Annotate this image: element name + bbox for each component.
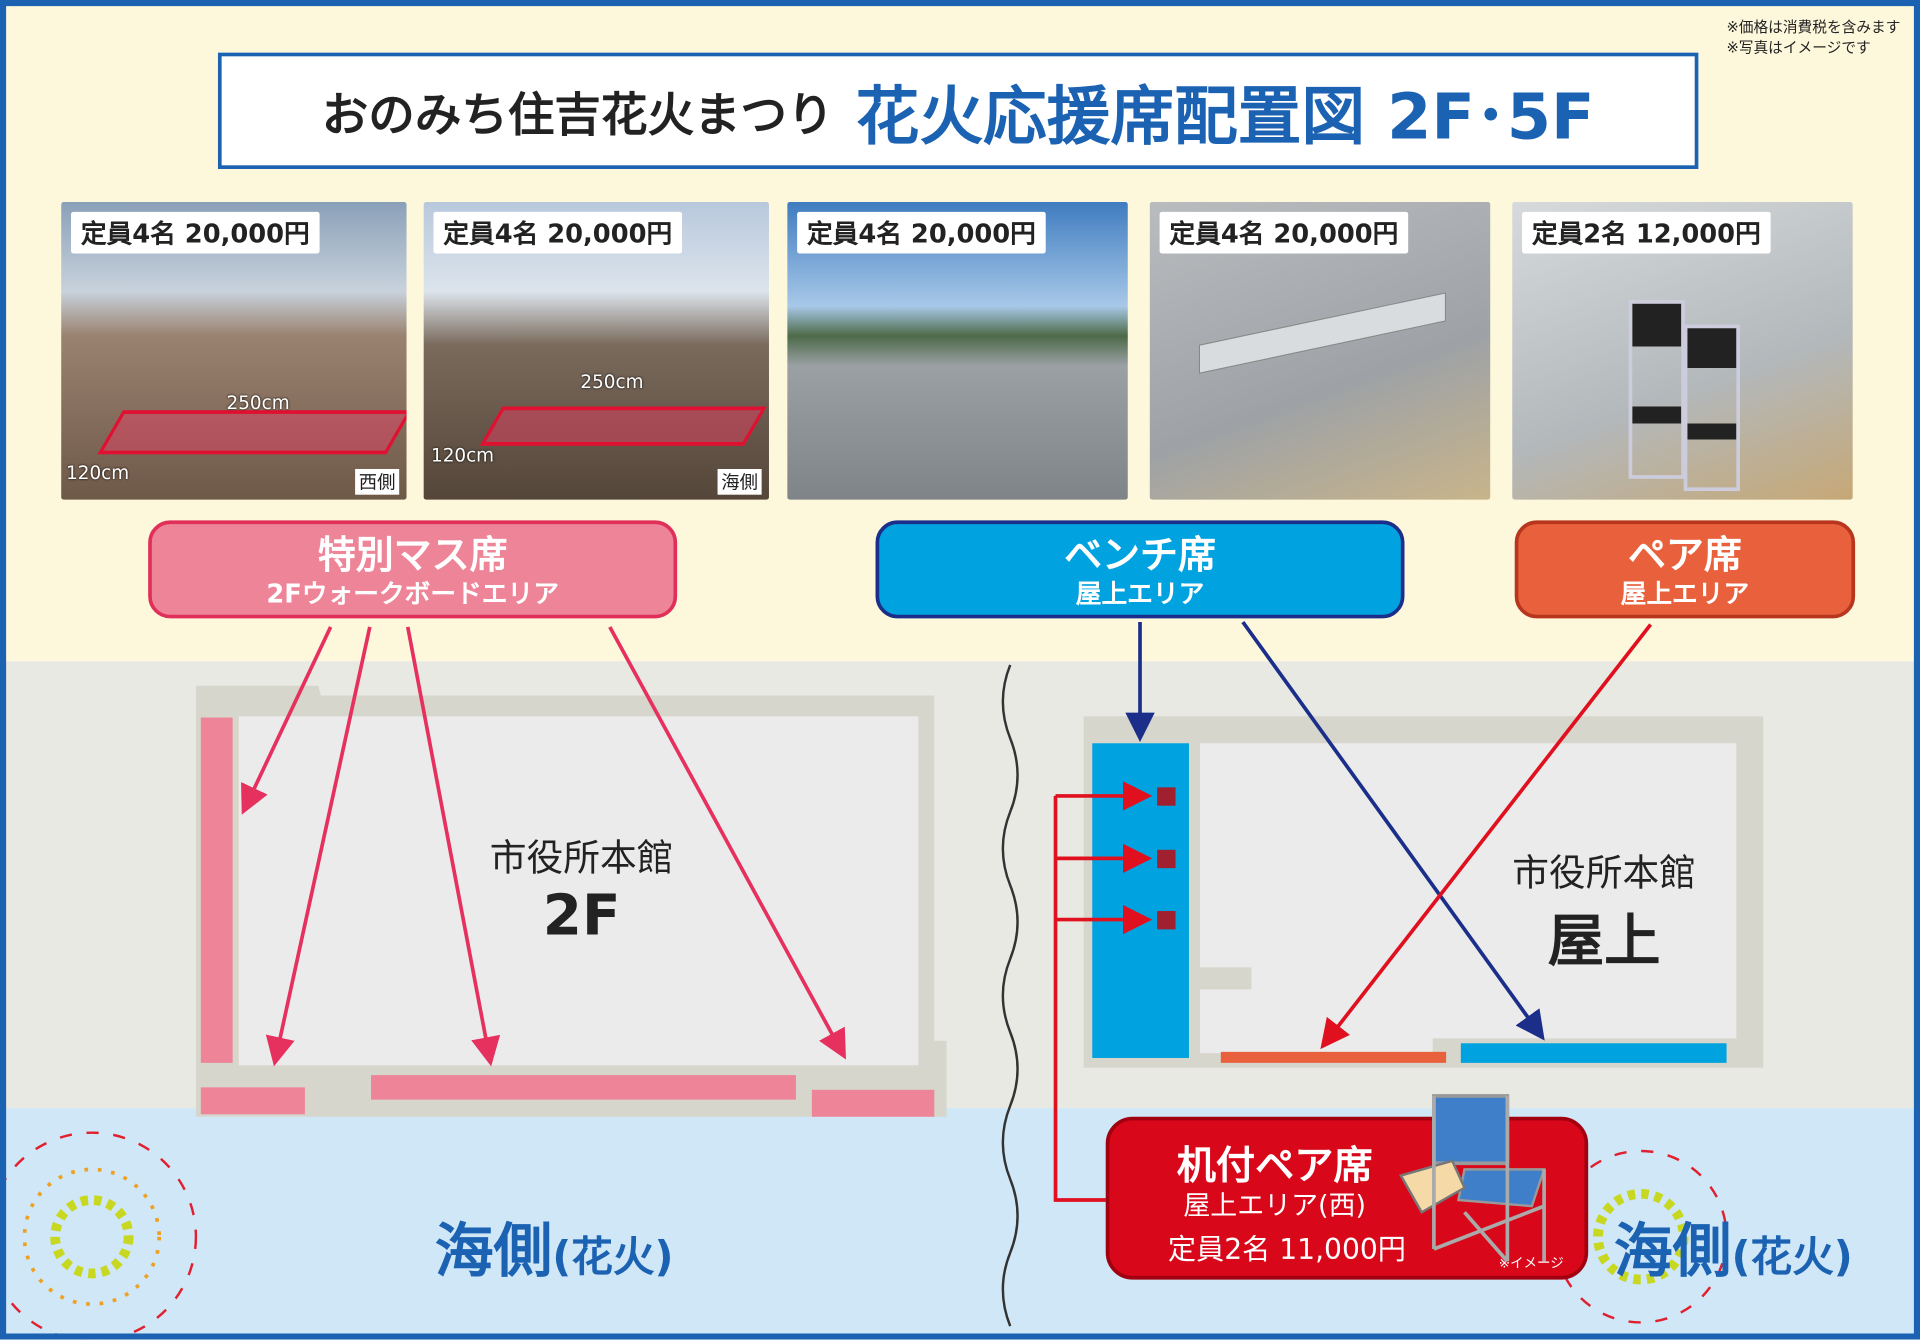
masu-seat bbox=[371, 1075, 796, 1100]
notes: ※価格は消費税を含みます ※写真はイメージです bbox=[1726, 17, 1900, 59]
tax-note: ※価格は消費税を含みます bbox=[1726, 18, 1901, 36]
photo-label: 定員4名 20,000円 bbox=[71, 211, 320, 254]
floor-name: 屋上 bbox=[1547, 907, 1661, 974]
dim-depth: 120cm bbox=[431, 444, 495, 467]
desk-pair-seat bbox=[1157, 911, 1176, 930]
sea-area bbox=[0, 1108, 1920, 1340]
category-bench: ベンチ席 屋上エリア bbox=[875, 520, 1405, 619]
page-title: おのみち住吉花火まつり 花火応援席配置図 2F･5F bbox=[217, 52, 1699, 169]
building-name: 市役所本館 bbox=[489, 837, 674, 881]
side-label: 海側 bbox=[717, 468, 762, 495]
sea-text: 海側 bbox=[1613, 1217, 1732, 1286]
masu-arrows bbox=[241, 626, 846, 1067]
side-label: 西側 bbox=[355, 468, 400, 495]
desk-pair-name: 机付ペア席 bbox=[1176, 1142, 1373, 1189]
divider-line bbox=[1001, 664, 1019, 1327]
building-2f bbox=[195, 685, 947, 1117]
photo-label: 定員2名 12,000円 bbox=[1522, 211, 1771, 254]
photo-masu-sea: 定員4名 20,000円 250cm 120cm 海側 bbox=[423, 202, 769, 500]
desk-pair-seat bbox=[1157, 787, 1176, 806]
title-floors: 2F･5F bbox=[1387, 80, 1595, 155]
photo-note: ※写真はイメージです bbox=[1726, 39, 1871, 57]
pair-arrows bbox=[1053, 623, 1653, 1202]
desk-pair-area: 屋上エリア(西) bbox=[1183, 1191, 1367, 1223]
sea-subtext: (花火) bbox=[552, 1233, 674, 1283]
building-label-2f: 市役所本館 2F bbox=[453, 828, 710, 948]
bench-arrows bbox=[1125, 620, 1545, 1041]
title-main: 花火応援席配置図 bbox=[855, 80, 1366, 155]
photo-bench-rooftop: 定員4名 20,000円 bbox=[787, 202, 1128, 500]
category-pair: ペア席 屋上エリア bbox=[1514, 520, 1856, 619]
image-note: ※イメージ bbox=[1498, 1255, 1564, 1272]
photo-label: 定員4名 20,000円 bbox=[1159, 211, 1409, 254]
sea-label-left: 海側(花火) bbox=[435, 1202, 674, 1288]
fireworks-left-icon bbox=[0, 1131, 198, 1340]
desk-pair-seat bbox=[1157, 849, 1176, 869]
photo-pair-chairs: 定員2名 12,000円 bbox=[1512, 202, 1853, 500]
category-name: 特別マス席 bbox=[317, 533, 508, 578]
photo-bench-closeup: 定員4名 20,000円 bbox=[1149, 202, 1491, 500]
pair-seat-strip bbox=[1220, 1051, 1447, 1063]
photo-label: 定員4名 20,000円 bbox=[433, 211, 683, 254]
fireworks-right-icon bbox=[1553, 1149, 1728, 1324]
masu-seat bbox=[200, 1087, 305, 1115]
dim-depth: 120cm bbox=[66, 461, 130, 484]
masu-seat-west bbox=[200, 717, 233, 1063]
building-name: 市役所本館 bbox=[1512, 852, 1696, 896]
category-name: ベンチ席 bbox=[1064, 533, 1216, 578]
category-area: 屋上エリア bbox=[1620, 579, 1750, 609]
desk-pair-price: 定員2名 11,000円 bbox=[1167, 1234, 1406, 1267]
sea-label-right: 海側(花火) bbox=[1614, 1202, 1853, 1288]
masu-seat bbox=[811, 1089, 935, 1117]
photo-masu-west: 定員4名 20,000円 250cm 120cm 西側 bbox=[61, 202, 407, 500]
category-area: 2Fウォークボードエリア bbox=[266, 579, 559, 609]
bench-seat-south bbox=[1460, 1043, 1727, 1063]
event-name: おのみち住吉花火まつり bbox=[321, 88, 834, 143]
sea-subtext: (花火) bbox=[1731, 1233, 1853, 1283]
sea-text: 海側 bbox=[434, 1217, 553, 1286]
desk-chair-icon bbox=[1398, 1094, 1546, 1263]
category-name: ペア席 bbox=[1627, 533, 1742, 578]
category-masu: 特別マス席 2Fウォークボードエリア bbox=[148, 520, 678, 619]
desk-pair-box: 机付ペア席 屋上エリア(西) 定員2名 11,000円 ※イメージ bbox=[1105, 1094, 1589, 1280]
floor-name: 2F bbox=[542, 881, 621, 948]
dim-width: 250cm bbox=[580, 371, 644, 394]
dim-width: 250cm bbox=[226, 391, 290, 414]
category-area: 屋上エリア bbox=[1075, 579, 1205, 609]
photo-label: 定員4名 20,000円 bbox=[797, 211, 1046, 254]
building-label-rooftop: 市役所本館 屋上 bbox=[1476, 842, 1733, 977]
